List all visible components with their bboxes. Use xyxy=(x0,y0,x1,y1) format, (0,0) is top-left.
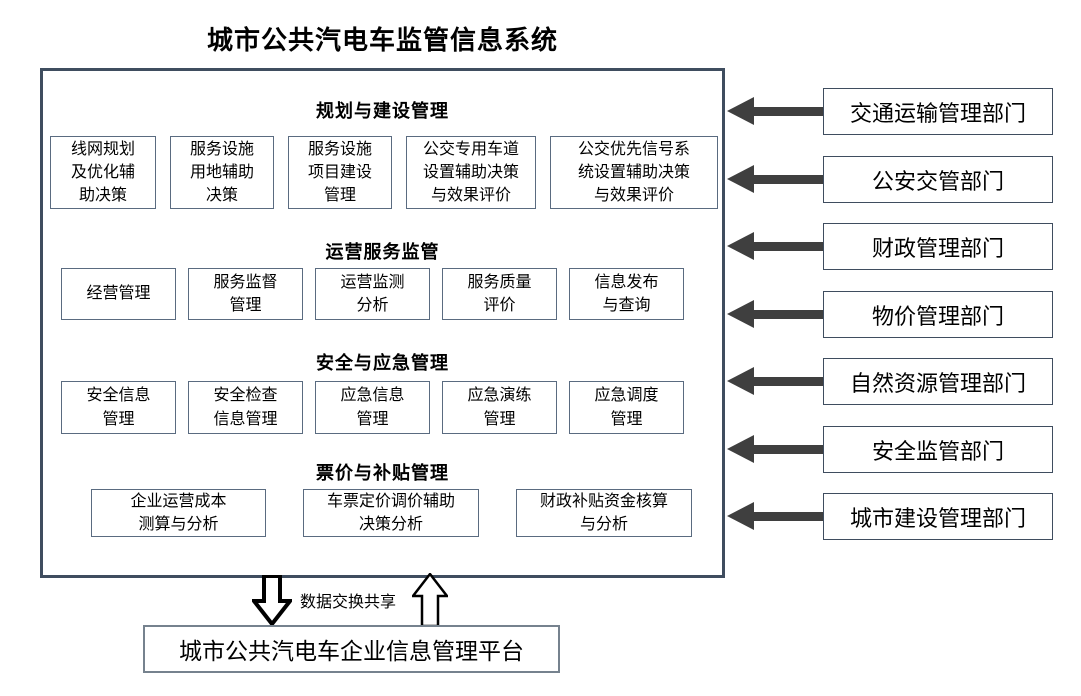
module-row: 企业运营成本 测算与分析 车票定价调价辅助 决策分析 财政补贴资金核算 与分析 xyxy=(91,489,692,537)
module-box: 公交专用车道 设置辅助决策 与效果评价 xyxy=(406,136,536,209)
section-heading-fare: 票价与补贴管理 xyxy=(316,463,449,483)
data-exchange-label: 数据交换共享 xyxy=(300,594,397,611)
module-row: 安全信息 管理 安全检查 信息管理 应急信息 管理 应急演练 管理 应急调度 管… xyxy=(61,381,684,434)
module-box: 财政补贴资金核算 与分析 xyxy=(516,489,692,537)
arrow-left-icon xyxy=(727,367,823,395)
module-box: 车票定价调价辅助 决策分析 xyxy=(303,489,479,537)
module-box: 服务设施 项目建设 管理 xyxy=(288,136,392,209)
arrow-shaft xyxy=(754,309,823,319)
system-frame: 规划与建设管理 线网规划 及优化辅 助决策 服务设施 用地辅助 决策 服务设施 … xyxy=(40,68,725,578)
data-exchange-down-arrow-icon xyxy=(252,575,292,626)
module-row: 线网规划 及优化辅 助决策 服务设施 用地辅助 决策 服务设施 项目建设 管理 … xyxy=(50,136,718,209)
arrow-left-icon xyxy=(727,165,823,193)
department-box: 城市建设管理部门 xyxy=(823,493,1053,540)
module-row: 经营管理 服务监督 管理 运营监测 分析 服务质量 评价 信息发布 与查询 xyxy=(61,268,684,320)
arrow-head xyxy=(727,300,754,328)
module-box: 线网规划 及优化辅 助决策 xyxy=(50,136,156,209)
department-box: 自然资源管理部门 xyxy=(823,358,1053,405)
module-box: 服务监督 管理 xyxy=(188,268,303,320)
arrow-left-icon xyxy=(727,232,823,260)
arrow-left-icon xyxy=(727,502,823,530)
department-box: 物价管理部门 xyxy=(823,291,1053,338)
module-box: 服务质量 评价 xyxy=(442,268,557,320)
arrow-shaft xyxy=(754,241,823,251)
arrow-head xyxy=(727,165,754,193)
arrow-left-icon xyxy=(727,300,823,328)
module-box: 安全检查 信息管理 xyxy=(188,381,303,434)
enterprise-platform-box: 城市公共汽电车企业信息管理平台 xyxy=(143,625,560,673)
module-box: 服务设施 用地辅助 决策 xyxy=(170,136,274,209)
section-heading-operations: 运营服务监管 xyxy=(325,242,440,262)
arrow-head xyxy=(727,502,754,530)
department-box: 财政管理部门 xyxy=(823,223,1053,270)
department-box: 公安交管部门 xyxy=(823,156,1053,203)
arrow-shaft xyxy=(754,511,823,521)
module-box: 公交优先信号系 统设置辅助决策 与效果评价 xyxy=(550,136,718,209)
department-box: 安全监管部门 xyxy=(823,426,1053,473)
module-box: 应急信息 管理 xyxy=(315,381,430,434)
arrow-shaft xyxy=(754,174,823,184)
arrow-shaft xyxy=(754,376,823,386)
module-box: 企业运营成本 测算与分析 xyxy=(91,489,266,537)
module-box: 应急演练 管理 xyxy=(442,381,557,434)
arrow-head xyxy=(727,367,754,395)
module-box: 经营管理 xyxy=(61,268,176,320)
module-box: 应急调度 管理 xyxy=(569,381,684,434)
arrow-shaft xyxy=(754,106,823,116)
data-exchange-up-arrow-icon xyxy=(412,573,448,627)
section-heading-safety: 安全与应急管理 xyxy=(316,353,449,373)
arrow-shaft xyxy=(754,444,823,454)
diagram-title: 城市公共汽电车监管信息系统 xyxy=(206,25,558,55)
module-box: 信息发布 与查询 xyxy=(569,268,684,320)
arrow-head xyxy=(727,435,754,463)
arrow-left-icon xyxy=(727,435,823,463)
arrow-left-icon xyxy=(727,97,823,125)
section-heading-planning: 规划与建设管理 xyxy=(316,101,449,121)
arrow-head xyxy=(727,232,754,260)
module-box: 运营监测 分析 xyxy=(315,268,430,320)
module-box: 安全信息 管理 xyxy=(61,381,176,434)
arrow-head xyxy=(727,97,754,125)
department-box: 交通运输管理部门 xyxy=(823,88,1053,135)
